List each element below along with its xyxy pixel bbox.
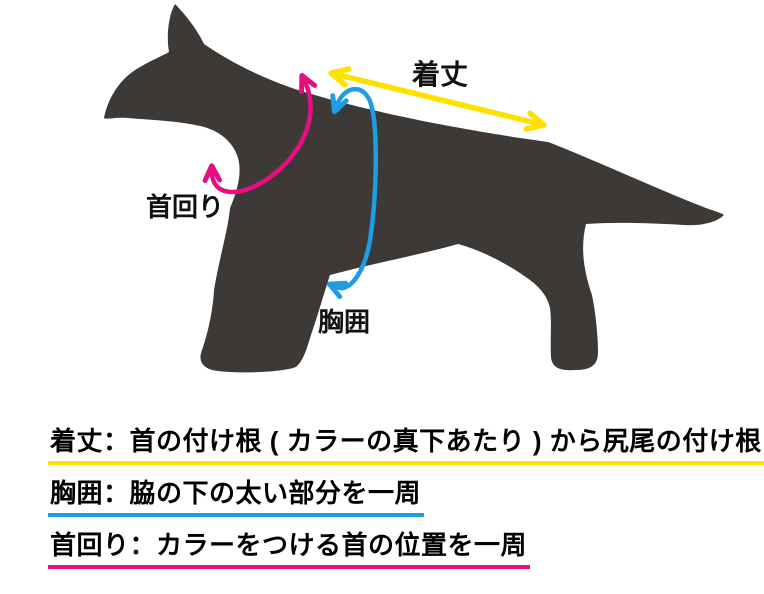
legend-line-chest: 胸囲：脇の下の太い部分を一周 bbox=[48, 480, 425, 517]
body-length-arrow bbox=[328, 66, 547, 132]
chest-girth-arrow bbox=[326, 86, 378, 300]
dog-measurement-illustration: 着丈 首回り 胸囲 bbox=[104, 4, 724, 373]
neck-girth-arrow bbox=[202, 72, 318, 195]
body-length-label: 着丈 bbox=[411, 58, 468, 90]
chest-girth-label: 胸囲 bbox=[318, 307, 370, 337]
legend-line-body-length: 着丈：首の付け根 ( カラーの真下あたり ) から尻尾の付け根 bbox=[48, 428, 764, 465]
neck-girth-label: 首回り bbox=[146, 192, 224, 222]
measurement-legend: 着丈：首の付け根 ( カラーの真下あたり ) から尻尾の付け根 胸囲：脇の下の太… bbox=[48, 428, 764, 584]
legend-line-neck: 首回り：カラーをつける首の位置を一周 bbox=[48, 532, 531, 569]
